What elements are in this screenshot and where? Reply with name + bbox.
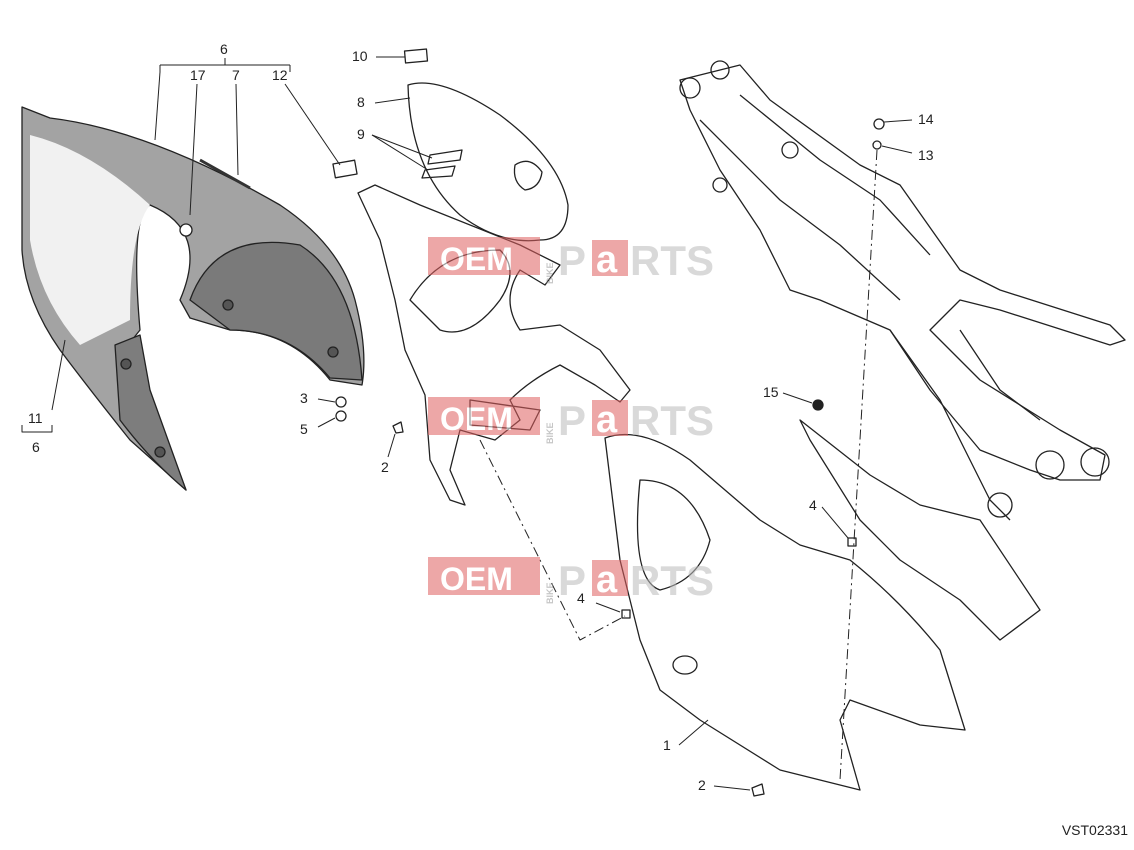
svg-text:RTS: RTS <box>630 557 714 604</box>
svg-text:a: a <box>596 399 618 441</box>
tail-undertray <box>604 419 1041 791</box>
svg-text:BIKE: BIKE <box>545 262 555 284</box>
callout-6-bottom: 6 <box>32 439 40 455</box>
drawing-code: VST02331 <box>1061 822 1128 838</box>
svg-text:OEM: OEM <box>440 241 513 277</box>
callout-2-bottom: 2 <box>698 777 706 793</box>
svg-text:BIKE: BIKE <box>545 422 555 444</box>
tail-side-panel <box>21 106 365 491</box>
fasteners <box>335 118 885 797</box>
seat-cowl <box>332 48 569 242</box>
callout-1: 1 <box>663 737 671 753</box>
callout-4-center: 4 <box>577 590 585 606</box>
callout-17: 17 <box>190 67 206 83</box>
svg-text:BIKE: BIKE <box>545 582 555 604</box>
svg-text:OEM: OEM <box>440 401 513 437</box>
callout-5: 5 <box>300 421 308 437</box>
watermark-2: OEM BIKE P a RTS <box>428 397 714 444</box>
callout-7: 7 <box>232 67 240 83</box>
svg-text:P: P <box>558 397 586 444</box>
callout-9: 9 <box>357 126 365 142</box>
callout-14: 14 <box>918 111 934 127</box>
watermark-3: OEM BIKE P a RTS <box>428 557 714 604</box>
callout-6-top: 6 <box>220 41 228 57</box>
callout-15: 15 <box>763 384 779 400</box>
svg-text:RTS: RTS <box>630 237 714 284</box>
svg-text:P: P <box>558 237 586 284</box>
panel-lower-tab <box>114 334 187 491</box>
callout-4-right: 4 <box>809 497 817 513</box>
svg-text:a: a <box>596 239 618 281</box>
callout-3: 3 <box>300 390 308 406</box>
panel-light-band <box>30 135 150 345</box>
svg-text:a: a <box>596 559 618 601</box>
callout-2-left: 2 <box>381 459 389 475</box>
callout-13: 13 <box>918 147 934 163</box>
svg-text:P: P <box>558 557 586 604</box>
rear-frame <box>679 60 1126 521</box>
svg-text:OEM: OEM <box>440 561 513 597</box>
panel-dark-section <box>189 241 363 381</box>
callout-12: 12 <box>272 67 288 83</box>
callout-8: 8 <box>357 94 365 110</box>
watermark-1: OEM BIKE P a RTS <box>428 237 714 284</box>
callout-11: 11 <box>28 410 43 426</box>
callout-10: 10 <box>352 48 368 64</box>
svg-text:RTS: RTS <box>630 397 714 444</box>
